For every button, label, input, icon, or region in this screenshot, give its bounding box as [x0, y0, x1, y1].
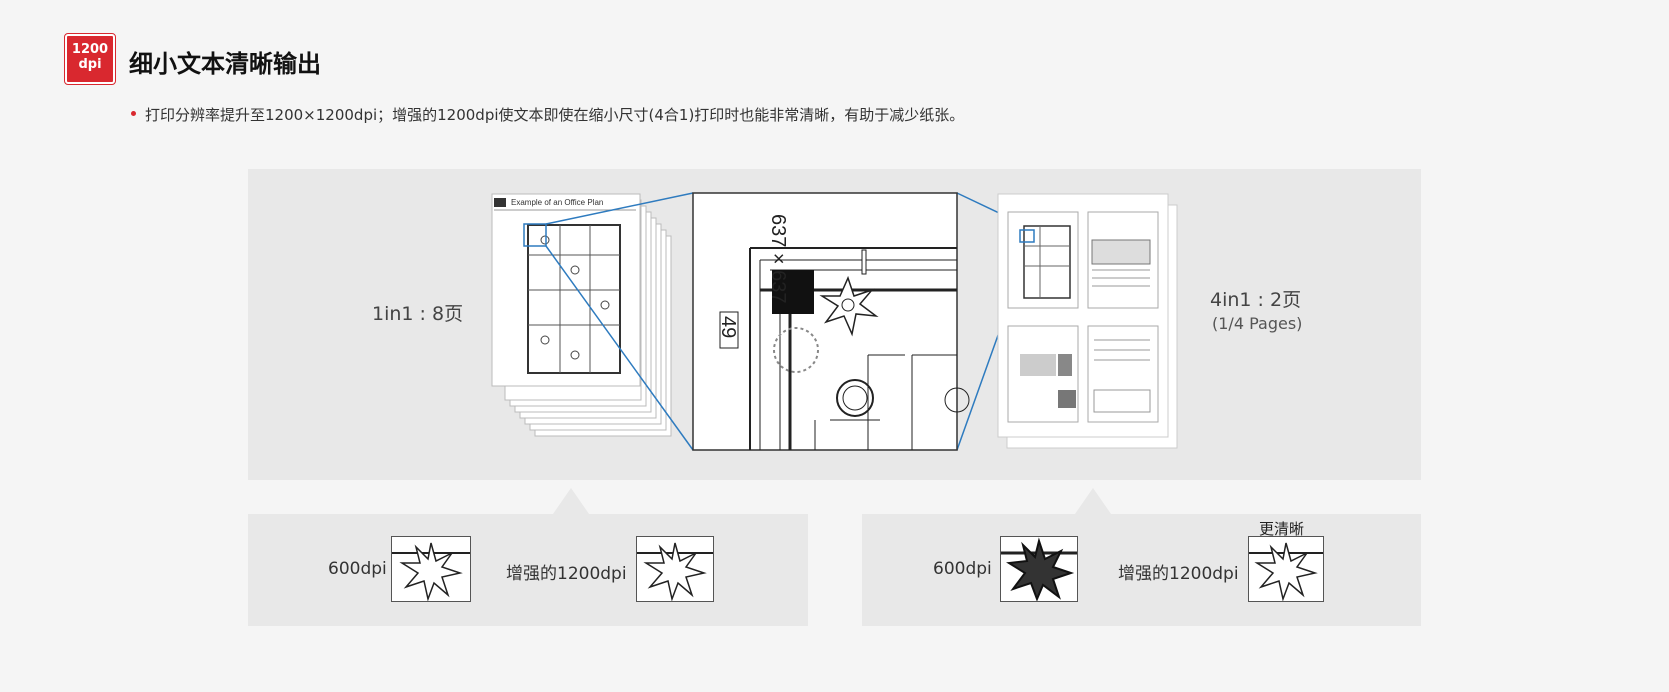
thumb-600dpi-right [1000, 536, 1078, 602]
starburst-icon [1249, 542, 1323, 601]
label-600dpi-left: 600dpi [328, 559, 387, 579]
label-4in1: 4in1 : 2页 [1210, 289, 1302, 311]
comparison-panel-right [862, 514, 1421, 626]
dpi-badge-icon: 1200 dpi [64, 33, 116, 85]
doc-title: Example of an Office Plan [511, 198, 603, 207]
thumb-1200dpi-right [1248, 536, 1324, 602]
bullet-dot-icon [131, 111, 136, 116]
comparison-panel-left [248, 514, 808, 626]
blurry-starburst-icon [1001, 537, 1077, 601]
thumb-600dpi-left [391, 536, 471, 602]
starburst-icon [637, 542, 713, 601]
clearer-label: 更清晰 [1259, 520, 1305, 538]
zoom-number-text: 49 [717, 316, 739, 338]
badge-line1: 1200 [71, 42, 109, 57]
thumb-1200dpi-left [636, 536, 714, 602]
notch-left [553, 488, 589, 514]
label-1200dpi-right: 增强的1200dpi [1118, 564, 1239, 584]
label-1in1: 1in1 : 8页 [372, 303, 464, 325]
label-4in1-sub: (1/4 Pages) [1212, 314, 1303, 333]
zoom-dimension-text: 637 × 637 [767, 214, 789, 304]
section-title: 细小文本清晰输出 [129, 50, 321, 78]
label-600dpi-right: 600dpi [933, 559, 992, 579]
starburst-icon [392, 542, 470, 601]
bullet-text: 打印分辨率提升至1200×1200dpi；增强的1200dpi使文本即使在缩小尺… [145, 106, 965, 124]
four-in-one-page [997, 193, 1178, 449]
page-stack [491, 193, 672, 437]
notch-right [1075, 488, 1111, 514]
label-1200dpi-left: 增强的1200dpi [506, 564, 627, 584]
badge-line2: dpi [78, 57, 102, 72]
zoom-view [692, 192, 970, 451]
